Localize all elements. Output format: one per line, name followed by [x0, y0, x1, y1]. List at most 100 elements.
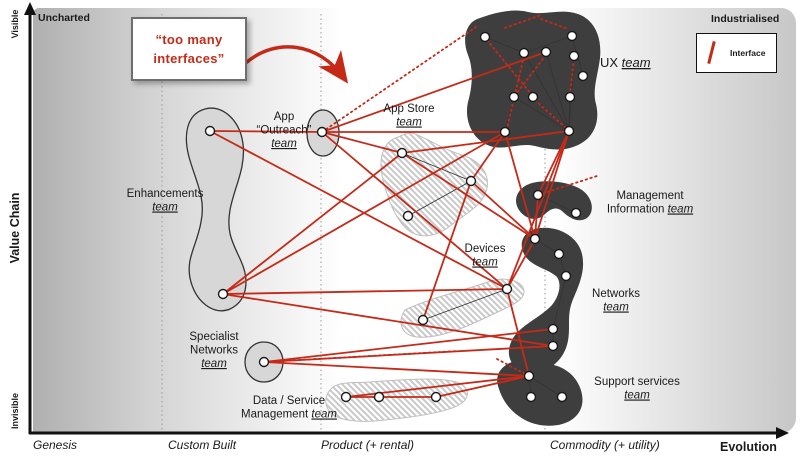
node-U11 — [563, 125, 575, 137]
stage-product: Product (+ rental) — [321, 438, 415, 452]
interface-legend-line — [707, 40, 716, 65]
node-U3 — [518, 47, 530, 59]
interface-line — [222, 288, 508, 295]
visible-axis-label: Visible — [10, 9, 20, 39]
callout-line-1: “too many — [155, 31, 223, 47]
node-O — [316, 126, 328, 138]
node-AS3 — [402, 210, 414, 222]
team-link-line — [523, 52, 570, 132]
ux-label: UX team — [600, 55, 651, 70]
node-U2 — [566, 30, 578, 42]
too-many-interfaces-callout: “too many interfaces” — [131, 17, 247, 81]
stage-genesis: Genesis — [33, 438, 78, 452]
team-link-line — [545, 51, 570, 132]
node-U9 — [564, 91, 576, 103]
interface-line-dotted — [540, 18, 569, 30]
interface-line — [435, 375, 530, 398]
interface-line — [321, 131, 403, 154]
interface-line — [470, 180, 536, 240]
stage-custom-built: Custom Built — [168, 438, 237, 452]
invisible-axis-label: Invisible — [10, 392, 20, 430]
node-U5 — [568, 50, 580, 62]
interface-line-dotted — [569, 58, 575, 95]
node-SN — [258, 356, 270, 368]
node-E1 — [204, 125, 216, 137]
node-M2 — [570, 207, 582, 219]
interface-legend-label: Interface — [730, 48, 766, 58]
interface-line — [222, 293, 554, 347]
node-N4 — [547, 323, 559, 335]
interface-line — [209, 130, 323, 133]
node-N1 — [529, 233, 541, 245]
team-link-line — [513, 96, 570, 132]
node-U6 — [577, 70, 589, 82]
interface-line — [209, 130, 508, 290]
node-S1 — [523, 370, 535, 382]
interface-line — [422, 180, 472, 321]
interface-line — [506, 130, 570, 290]
node-D2 — [501, 283, 513, 295]
node-N5 — [547, 340, 559, 352]
interface-line-dotted — [506, 55, 525, 129]
team-link-line — [523, 35, 573, 54]
node-S3 — [556, 391, 568, 403]
node-M1 — [532, 189, 544, 201]
interface-line-dotted — [534, 99, 567, 129]
interface-line — [506, 288, 530, 377]
interface-line — [222, 131, 506, 295]
interface-line — [321, 51, 547, 133]
interface-line-dotted — [321, 26, 477, 133]
team-link-line — [568, 96, 571, 132]
team-link-line — [422, 288, 508, 321]
ux-blob — [465, 10, 601, 150]
stage-commodity: Commodity (+ utility) — [550, 438, 660, 452]
callout-line-2: interfaces” — [153, 51, 225, 66]
support-services-blob — [497, 359, 583, 426]
interface-line — [470, 131, 506, 182]
node-D1 — [417, 314, 429, 326]
x-axis-arrowhead-icon — [776, 427, 789, 439]
node-DS2 — [373, 391, 385, 403]
team-link-line — [401, 152, 472, 182]
interface-line — [401, 130, 570, 154]
node-AS2 — [465, 175, 477, 187]
team-link-line — [537, 194, 577, 214]
interface-line — [222, 152, 403, 295]
node-U8 — [527, 91, 539, 103]
node-N3 — [560, 270, 572, 282]
node-U10 — [499, 126, 511, 138]
interface-line — [504, 131, 536, 240]
interface-line — [401, 152, 536, 240]
team-link-line — [407, 180, 472, 217]
evolution-axis-label: Evolution — [720, 440, 777, 454]
node-DS3 — [430, 391, 442, 403]
node-E2 — [217, 288, 229, 300]
interface-line — [534, 194, 539, 240]
node-U1 — [479, 31, 491, 43]
interface-line — [263, 328, 554, 363]
team-link-line — [552, 275, 567, 330]
interface-line-dotted — [496, 358, 530, 377]
team-link-line — [528, 375, 563, 398]
node-U7 — [508, 91, 520, 103]
node-U4 — [540, 46, 552, 58]
interface-line-dotted — [263, 350, 459, 363]
y-axis-arrowhead-icon — [24, 2, 36, 15]
enhancements-blob — [185, 107, 247, 312]
interface-line-dotted — [537, 175, 598, 196]
value-chain-axis-label: Value Chain — [8, 192, 22, 264]
callout-arrow-icon — [245, 45, 349, 84]
interface-line-dotted — [504, 14, 542, 29]
interface-line — [321, 131, 508, 290]
legend-box: Interface — [696, 33, 777, 73]
node-DS1 — [340, 391, 352, 403]
